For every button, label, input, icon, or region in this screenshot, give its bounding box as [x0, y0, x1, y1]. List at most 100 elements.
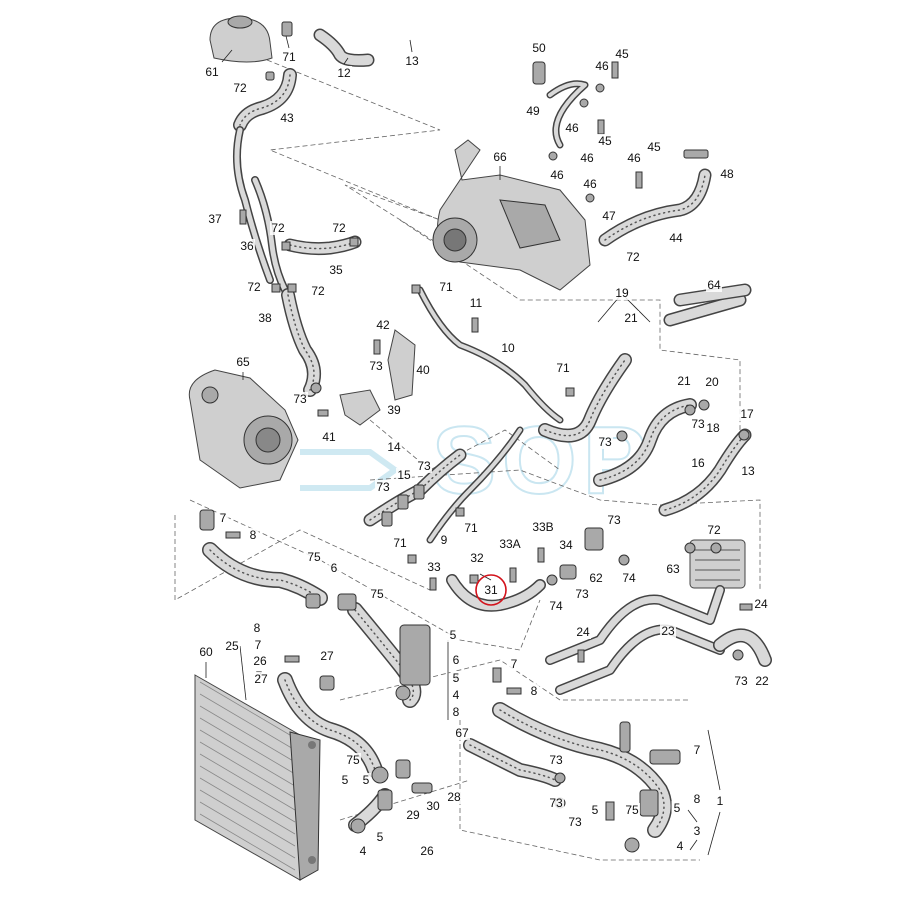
callout-20: 20	[704, 375, 720, 389]
callout-74: 74	[548, 599, 564, 613]
callout-7: 7	[691, 743, 703, 757]
callout-label: 5	[377, 830, 384, 844]
callout-7: 7	[252, 638, 264, 652]
callout-6: 6	[328, 561, 340, 575]
callout-label: 75	[346, 753, 360, 767]
callout-24: 24	[753, 597, 769, 611]
callout-73: 73	[606, 513, 622, 527]
callout-42: 42	[375, 318, 391, 332]
callout-label: 18	[706, 421, 720, 435]
callout-73: 73	[733, 674, 749, 688]
callout-label: 74	[549, 599, 563, 613]
callout-label: 24	[754, 597, 768, 611]
callout-label: 67	[455, 726, 469, 740]
callout-9: 9	[438, 533, 450, 547]
pipe-9	[426, 426, 524, 544]
callout-label: 64	[707, 278, 721, 292]
callout-label: 4	[360, 844, 367, 858]
callout-32: 32	[469, 551, 485, 565]
hose-21	[538, 353, 632, 443]
callout-19: 19	[614, 286, 630, 300]
callout-8: 8	[247, 528, 259, 542]
callout-label: 10	[501, 341, 515, 355]
callout-label: 34	[559, 538, 573, 552]
guide-upper-left	[229, 44, 441, 246]
callout-label: 12	[337, 66, 351, 80]
callout-label: 46	[583, 177, 597, 191]
callout-75: 75	[306, 550, 322, 564]
callout-4: 4	[674, 839, 686, 853]
callout-label: 73	[568, 815, 582, 829]
callout-46: 46	[564, 121, 580, 135]
callout-label: 4	[677, 839, 684, 853]
callout-38: 38	[257, 311, 273, 325]
callout-label: 72	[332, 221, 346, 235]
callout-label: 48	[720, 167, 734, 181]
callout-71: 71	[463, 521, 479, 535]
callout-22: 22	[754, 674, 770, 688]
callout-label: 73	[549, 796, 563, 810]
callout-30: 30	[425, 799, 441, 813]
callout-46: 46	[549, 168, 565, 182]
callout-46: 46	[582, 177, 598, 191]
callout-73: 73	[567, 815, 583, 829]
callout-label: 72	[626, 250, 640, 264]
callout-73: 73	[548, 753, 564, 767]
callout-label: 41	[322, 430, 336, 444]
callout-72: 72	[331, 221, 347, 235]
callout-label: 7	[511, 657, 518, 671]
callout-label: 33A	[499, 537, 520, 551]
callout-24: 24	[575, 625, 591, 639]
callout-label: 72	[707, 523, 721, 537]
callout-label: 11	[470, 296, 483, 310]
callout-label: 46	[580, 151, 594, 165]
guide-upper-right	[399, 219, 741, 440]
callout-31: 31	[475, 574, 507, 606]
callout-label: 72	[311, 284, 325, 298]
callout-14: 14	[386, 440, 402, 454]
callout-label: 36	[240, 239, 254, 253]
callout-73: 73	[416, 459, 432, 473]
callout-label: 13	[741, 464, 755, 478]
callout-label: 46	[595, 59, 609, 73]
callout-label: 72	[233, 81, 247, 95]
callout-label: 32	[470, 551, 484, 565]
callout-label: 75	[307, 550, 321, 564]
hose-17	[658, 428, 752, 517]
callout-label: 42	[376, 318, 390, 332]
callout-34: 34	[558, 538, 574, 552]
hose-22	[713, 628, 772, 667]
hoses	[202, 28, 772, 838]
callout-72: 72	[246, 280, 262, 294]
callout-21: 21	[676, 374, 692, 388]
callout-8: 8	[528, 684, 540, 698]
callout-1: 1	[714, 794, 726, 808]
callout-71: 71	[438, 280, 454, 294]
callout-44: 44	[668, 231, 684, 245]
callout-label: 47	[602, 209, 616, 223]
callout-label: 13	[405, 54, 419, 68]
callout-75: 75	[369, 587, 385, 601]
hose-67	[463, 738, 562, 787]
callout-48: 48	[719, 167, 735, 181]
callout-label: 14	[387, 440, 401, 454]
hose-44	[598, 168, 712, 247]
callout-label: 5	[453, 671, 460, 685]
callout-label: 71	[464, 521, 478, 535]
callout-33B: 33B	[532, 520, 554, 534]
callout-73: 73	[375, 480, 391, 494]
callout-label: 46	[550, 168, 564, 182]
callout-label: 65	[236, 355, 250, 369]
callout-33: 33	[426, 560, 442, 574]
callout-label: 37	[208, 212, 222, 226]
callout-17: 17	[739, 407, 755, 421]
callout-label: 23	[661, 624, 675, 638]
callout-label: 33B	[532, 520, 553, 534]
callout-73: 73	[548, 796, 564, 810]
callout-label: 43	[280, 111, 294, 125]
callout-71: 71	[555, 361, 571, 375]
callout-label: 35	[329, 263, 343, 277]
callout-36: 36	[239, 239, 255, 253]
callout-label: 20	[705, 375, 719, 389]
callout-label: 5	[674, 801, 681, 815]
